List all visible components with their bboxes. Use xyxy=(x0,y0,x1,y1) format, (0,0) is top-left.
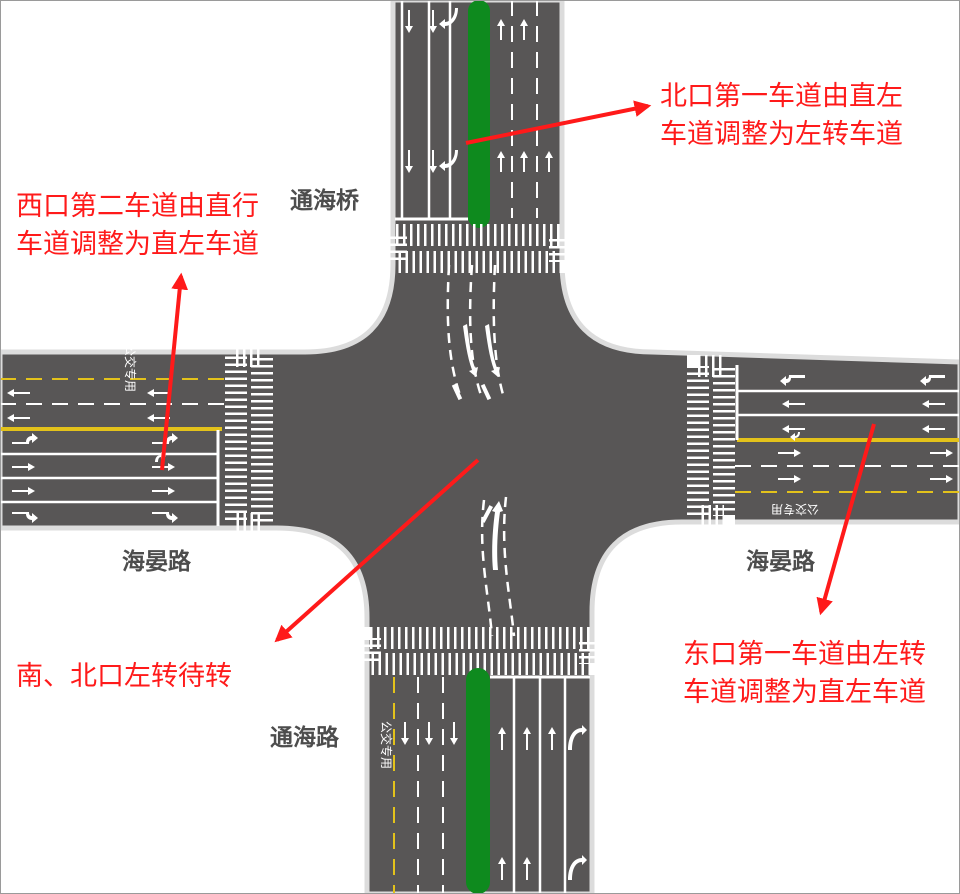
east-annotation: 东口第一车道由左转 车道调整为直左车道 xyxy=(683,636,926,712)
north-road-label: 通海桥 xyxy=(290,188,359,214)
east-lane-arrows xyxy=(778,375,953,483)
east-annotation-line: 东口第一车道由左转 xyxy=(683,639,926,670)
south-median xyxy=(466,668,490,894)
south-lane-arrows xyxy=(401,722,587,880)
north-lane-arrows xyxy=(405,8,553,173)
west-road-label: 海晏路 xyxy=(122,549,191,575)
north-crosswalk xyxy=(385,224,571,273)
north-annotation-line: 车道调整为左转车道 xyxy=(660,119,903,150)
west-annotation-line: 西口第二车道由直行 xyxy=(16,191,259,222)
south-crosswalk xyxy=(359,627,601,675)
north-left-turn-waiting-zone xyxy=(446,264,506,399)
south-annotation: 南、北口左转待转 xyxy=(16,658,232,696)
south-left-turn-waiting-zone xyxy=(480,496,516,637)
east-bus-lane-marking: 公交专用 xyxy=(771,502,819,517)
south-annotation-line: 南、北口左转待转 xyxy=(16,661,232,692)
annotation-arrows xyxy=(160,100,876,643)
north-annotation: 北口第一车道由直左 车道调整为左转车道 xyxy=(660,78,903,154)
east-crosswalk xyxy=(687,355,735,527)
west-lane-arrows xyxy=(7,389,178,523)
east-road-label: 海晏路 xyxy=(746,549,815,575)
south-road-label: 通海路 xyxy=(270,725,339,751)
west-annotation-arrow xyxy=(160,272,189,471)
north-left-turn-arrows xyxy=(451,324,500,401)
west-annotation: 西口第二车道由直行 车道调整为直左车道 xyxy=(16,188,259,264)
south-left-turn-arrows xyxy=(481,501,503,570)
east-annotation-line: 车道调整为直左车道 xyxy=(683,677,926,708)
south-annotation-arrow xyxy=(274,458,480,643)
west-bus-lane-marking: 公交专用 xyxy=(123,344,138,392)
west-annotation-line: 车道调整为直左车道 xyxy=(16,229,259,260)
east-annotation-arrow xyxy=(816,423,876,616)
north-median xyxy=(468,0,490,228)
south-bus-lane-marking: 公交专用 xyxy=(379,721,394,769)
north-annotation-line: 北口第一车道由直左 xyxy=(660,81,903,112)
north-annotation-arrow xyxy=(465,100,652,145)
